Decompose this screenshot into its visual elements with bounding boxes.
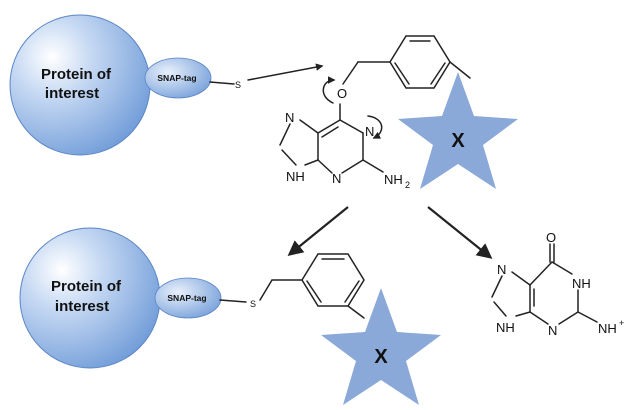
nh9-atom: NH [286,169,305,184]
sulfur-top: S [235,80,241,90]
sulfur-bottom: S [250,299,256,309]
oxygen-atom: O [337,86,347,101]
snap-tag-bottom [154,277,222,319]
benzylguanine-molecule: X O N N N NH NH 2 [279,35,518,190]
guanine-n7: N [497,262,506,277]
nh2-subscript: 2 [405,180,410,190]
protein-label-bottom-line2: interest [55,298,109,315]
electron-arrow-n [367,115,383,139]
fluorophore-star-top [398,72,518,189]
n7-atom: N [285,110,294,125]
bottom-protein-group: Protein of interest SNAP-tag S X [19,227,441,405]
guanine-product: O N NH N NH NH + [491,230,624,338]
n1-atom: N [365,124,374,139]
fluorophore-star-bottom [321,288,441,405]
top-protein-group: Protein of interest SNAP-tag S [9,14,324,156]
reaction-arrow-right [427,206,493,259]
protein-label-top-line1: Protein of [41,66,112,83]
attack-arrow [247,63,324,81]
n3-atom: N [332,171,341,186]
guanine-nh3: NH [598,321,617,336]
protein-label-bottom-line1: Protein of [51,278,122,295]
guanine-nh3-superscript: + [619,318,624,328]
label-x-bottom: X [374,346,388,368]
snap-tag-label-bottom: SNAP-tag [167,293,206,303]
nh2-atom: NH [384,172,403,187]
guanine-nh9: NH [496,320,515,335]
label-x-top: X [451,130,465,152]
electron-arrow-o [322,76,336,104]
snap-tag-label-top: SNAP-tag [157,73,196,83]
reaction-arrow-left [287,206,349,256]
guanine-nh1: NH [572,276,591,291]
carbonyl-oxygen: O [546,230,556,245]
protein-label-top-line2: interest [45,85,99,102]
snap-tag-top [144,57,212,99]
guanine-n3: N [548,323,557,338]
